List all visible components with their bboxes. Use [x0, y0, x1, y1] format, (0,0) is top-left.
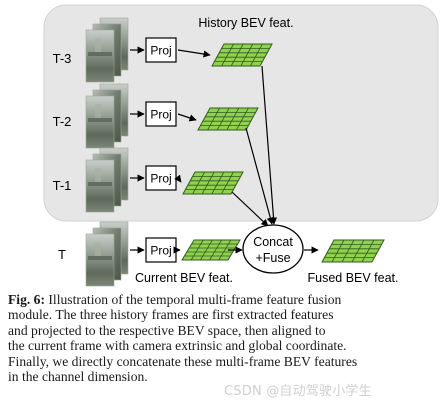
caption-line-3: and projected to the respective BEV spac… — [8, 322, 326, 338]
proj-box-t1: Proj — [145, 165, 177, 191]
camera-stack-t2 — [85, 83, 129, 149]
bev-grid-history-t2 — [197, 107, 259, 131]
time-label-t2: T-2 — [53, 114, 72, 129]
bev-grid-line — [331, 239, 345, 263]
camera-stack-t1 — [85, 147, 129, 213]
fuse-label-line2: +Fuse — [255, 251, 290, 265]
fused-bev-label: Fused BEV feat. — [307, 271, 398, 285]
time-label-t1: T-1 — [53, 178, 72, 193]
arrow-proj-bev-t2 — [177, 113, 197, 122]
bev-grid-line — [351, 239, 365, 263]
bev-grid-history-t1 — [182, 171, 244, 195]
camera-stack-t3 — [85, 17, 129, 83]
watermark: CSDN @自动驾驶小学生 — [224, 384, 372, 399]
arrow-proj-bev-t1 — [174, 174, 182, 183]
fusion-diagram: T-3 T-2 T-1 T — [43, 4, 439, 287]
bev-grid-line — [230, 43, 244, 67]
proj-label-t1: Proj — [150, 172, 171, 186]
bev-grid-line — [240, 43, 254, 67]
bev-grid-line — [221, 171, 234, 195]
current-bev-label: Current BEV feat. — [135, 271, 233, 285]
caption-line-5: Finally, we directly concatenate these m… — [8, 353, 358, 369]
figure-caption: Fig. 6: Illustration of the temporal mul… — [8, 292, 435, 384]
bev-grid-line — [200, 239, 213, 261]
bev-grid-line — [218, 239, 232, 261]
bev-grid-surface — [321, 239, 385, 263]
bev-grid-history-t3 — [211, 43, 273, 67]
bev-grid-line — [361, 239, 375, 263]
bev-grid-surface — [182, 171, 244, 195]
arrow-hist2-fuse — [245, 127, 274, 225]
proj-label-t: Proj — [150, 244, 171, 258]
bev-grid-line — [250, 43, 263, 67]
bev-grid-line — [226, 107, 240, 131]
arrow-hist3-fuse — [261, 65, 278, 225]
time-label-t3: T-3 — [53, 51, 72, 66]
bev-grid-line — [207, 107, 220, 131]
caption-line-4: the current frame with camera extrinsic … — [8, 338, 347, 354]
bev-grid-line — [236, 107, 249, 131]
caption-line-2: module. The three history frames are fir… — [8, 307, 334, 323]
bev-grid-line — [209, 239, 222, 261]
proj-box-t2: Proj — [145, 101, 177, 127]
time-label-t: T — [58, 247, 66, 262]
bev-grid-line — [190, 239, 204, 261]
bev-grid-line — [341, 239, 355, 263]
bev-grid-line — [211, 171, 225, 195]
bev-grid-line — [216, 107, 230, 131]
bev-grid-line — [221, 43, 234, 67]
caption-line-6: in the channel dimension. — [8, 369, 148, 385]
concat-fuse-node: Concat +Fuse — [242, 224, 304, 274]
fuse-label-line1: Concat — [253, 235, 293, 249]
bev-grid-line — [201, 171, 215, 195]
bev-grid-line — [192, 171, 205, 195]
bev-grid-surface — [181, 239, 241, 261]
arrow-hist1-fuse — [231, 191, 269, 227]
bev-grid-surface — [211, 43, 273, 67]
caption-line-1: Illustration of the temporal multi-frame… — [48, 292, 342, 307]
caption-fig-label: Fig. 6: — [8, 292, 45, 307]
bev-grid-fused — [321, 239, 385, 263]
bev-grid-current — [181, 239, 241, 261]
proj-box-t: Proj — [145, 237, 177, 263]
arrow-proj-bev-t3 — [177, 49, 211, 58]
proj-box-t3: Proj — [145, 37, 177, 63]
history-bev-label: History BEV feat. — [198, 16, 293, 30]
proj-label-t3: Proj — [150, 44, 171, 58]
proj-label-t2: Proj — [150, 108, 171, 122]
camera-stack-t — [85, 221, 129, 287]
